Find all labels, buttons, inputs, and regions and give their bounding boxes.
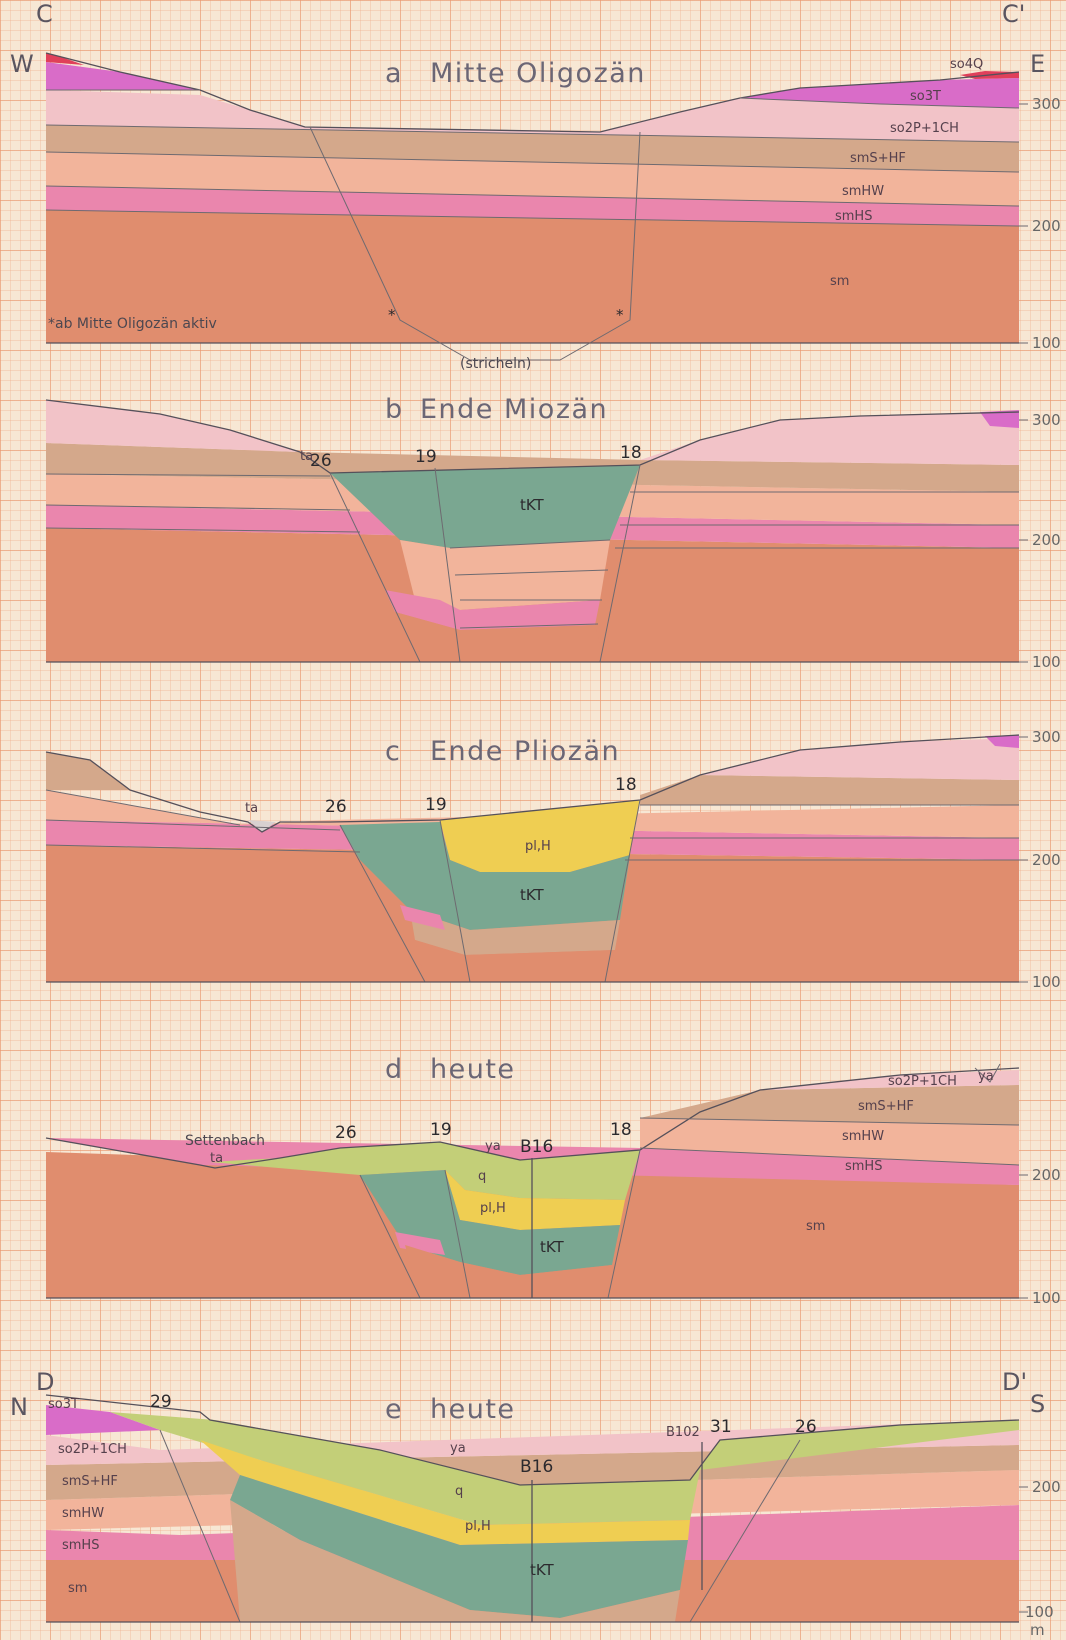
- unit-b-ta: ta: [300, 449, 313, 464]
- unit-e-plH: pl,H: [465, 1519, 491, 1534]
- tick-c-300: 300: [1032, 728, 1061, 746]
- fault-c-26: 26: [325, 797, 347, 817]
- unit-d-q: q: [478, 1169, 486, 1184]
- unit-d-smS-HF: smS+HF: [858, 1099, 914, 1114]
- fault-e-26: 26: [795, 1417, 817, 1437]
- fault-e-29: 29: [150, 1392, 172, 1412]
- unit-e-smHS: smHS: [62, 1538, 99, 1553]
- unit-c-tKT: tKT: [520, 886, 545, 904]
- fault-e-31: 31: [710, 1417, 732, 1437]
- corner-right-a: C': [1002, 0, 1025, 28]
- unit-e-so2P: so2P+1CH: [58, 1442, 127, 1457]
- well-e-B102: B102: [666, 1425, 700, 1440]
- unit-c-plH: pl,H: [525, 839, 551, 854]
- star-left: *: [388, 306, 396, 324]
- unit-so2P: so2P+1CH: [890, 121, 959, 136]
- unit-e-smS-HF: smS+HF: [62, 1474, 118, 1489]
- tick-a-200: 200: [1032, 217, 1061, 235]
- section-c-title: Ende Pliozän: [430, 736, 620, 767]
- direction-right-a: E: [1030, 50, 1045, 78]
- tick-a-300: 300: [1032, 95, 1061, 113]
- layer-smS-HF-right: [640, 775, 1019, 805]
- fault-b-19: 19: [415, 447, 437, 467]
- fault-d-26: 26: [335, 1123, 357, 1143]
- tick-b-200: 200: [1032, 531, 1061, 549]
- unit-d-tKT: tKT: [540, 1238, 565, 1256]
- axis-unit-m: m: [1030, 1621, 1045, 1639]
- layer-smS-HF: [46, 752, 130, 790]
- unit-d-smHW: smHW: [842, 1129, 884, 1144]
- star-right: *: [616, 306, 624, 324]
- section-e-letter: e: [385, 1394, 403, 1425]
- layer-so2P: [46, 400, 300, 452]
- unit-so3T: so3T: [910, 89, 941, 104]
- unit-sm: sm: [830, 274, 849, 289]
- unit-d-so2P: so2P+1CH: [888, 1074, 957, 1089]
- tick-d-100: 100: [1032, 1289, 1061, 1307]
- tick-c-200: 200: [1032, 851, 1061, 869]
- fault-b-26: 26: [310, 451, 332, 471]
- section-c: [46, 735, 1019, 982]
- tick-b-300: 300: [1032, 411, 1061, 429]
- fault-c-18: 18: [615, 775, 637, 795]
- section-d-title: heute: [430, 1054, 516, 1085]
- direction-left-a: W: [10, 50, 34, 78]
- tick-e-200: 200: [1032, 1478, 1061, 1496]
- corner-right-e: D': [1002, 1368, 1027, 1396]
- corner-left-a: C: [36, 0, 53, 28]
- note-stricheln: (stricheln): [460, 356, 531, 372]
- unit-c-ta: ta: [245, 801, 258, 816]
- fault-d-19: 19: [430, 1120, 452, 1140]
- tick-c-100: 100: [1032, 973, 1061, 991]
- fault-c-19: 19: [425, 795, 447, 815]
- unit-smHS: smHS: [835, 209, 872, 224]
- unit-d-ta: ta: [210, 1151, 223, 1166]
- unit-so4Q: so4Q: [950, 57, 983, 72]
- section-b-title: Ende Miozän: [420, 394, 608, 425]
- unit-e-ya: ya: [450, 1441, 466, 1456]
- section-a: [46, 53, 1019, 360]
- unit-d-smHS: smHS: [845, 1159, 882, 1174]
- unit-d-sm: sm: [806, 1219, 825, 1234]
- unit-d-ya: ya: [485, 1139, 501, 1154]
- section-d-letter: d: [385, 1054, 404, 1085]
- unit-smS-HF: smS+HF: [850, 151, 906, 166]
- unit-d-plH: pl,H: [480, 1201, 506, 1216]
- unit-b-tKT: tKT: [520, 496, 545, 514]
- unit-smHW: smHW: [842, 184, 884, 199]
- direction-right-e: S: [1030, 1390, 1045, 1418]
- well-e-B16: B16: [520, 1457, 553, 1477]
- layer-so3T: [46, 62, 200, 90]
- note-active: *ab Mitte Oligozän aktiv: [48, 316, 217, 332]
- section-b-letter: b: [385, 394, 404, 425]
- unit-e-smHW: smHW: [62, 1506, 104, 1521]
- unit-e-tKT: tKT: [530, 1561, 555, 1579]
- fault-d-18: 18: [610, 1120, 632, 1140]
- place-settenbach: Settenbach: [185, 1133, 265, 1149]
- well-d-B16: B16: [520, 1137, 553, 1157]
- layer-so2P-right: [640, 412, 1019, 465]
- direction-left-e: N: [10, 1393, 28, 1421]
- fault-b-18: 18: [620, 443, 642, 463]
- section-b: [46, 400, 1019, 662]
- unit-d-ya-right: ya: [978, 1069, 994, 1084]
- section-e-title: heute: [430, 1394, 516, 1425]
- section-a-letter: a: [385, 58, 403, 89]
- section-a-title: Mitte Oligozän: [430, 58, 646, 89]
- corner-left-e: D: [36, 1368, 54, 1396]
- tick-a-100: 100: [1032, 334, 1061, 352]
- tick-d-200: 200: [1032, 1166, 1061, 1184]
- tick-e-100: 100: [1025, 1603, 1054, 1621]
- tick-b-100: 100: [1032, 653, 1061, 671]
- layer-so2P-right: [700, 738, 1019, 780]
- section-e: [46, 1395, 1019, 1622]
- unit-e-sm: sm: [68, 1581, 87, 1596]
- unit-e-q: q: [455, 1484, 463, 1499]
- unit-e-so3T: so3T: [48, 1397, 79, 1412]
- section-c-letter: c: [385, 736, 401, 767]
